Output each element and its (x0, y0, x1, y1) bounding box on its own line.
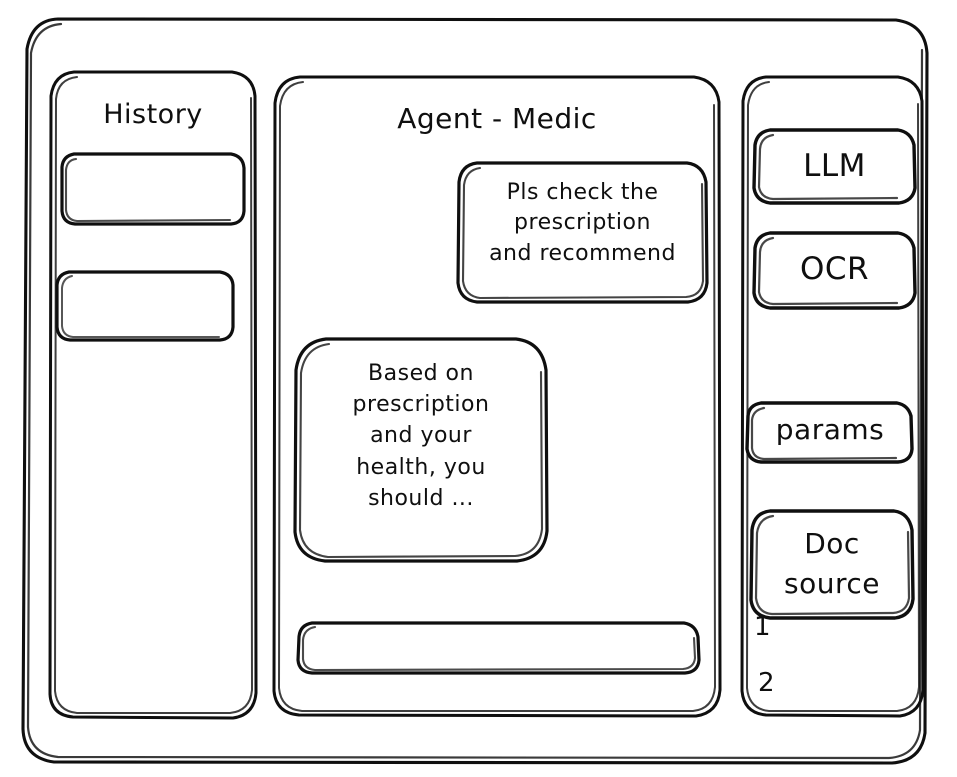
message-bubble-user: Pls check the prescription and recommend (455, 160, 710, 305)
message-bubble-agent-text: Based on prescription and your health, y… (352, 361, 490, 511)
history-item-1[interactable] (60, 152, 246, 226)
tool-button-llm[interactable]: LLM (752, 127, 917, 205)
tool-button-ocr-label: OCR (799, 251, 870, 287)
doc-source-box[interactable]: Doc source (748, 508, 916, 620)
tool-button-params-label: params (775, 413, 885, 446)
history-title: History (103, 99, 203, 130)
tool-button-params[interactable]: params (745, 400, 915, 464)
message-bubble-agent: Based on prescription and your health, y… (292, 336, 550, 564)
doc-source-item-1[interactable]: 1 (754, 612, 772, 642)
page-title: Agent - Medic (397, 102, 597, 135)
history-item-2[interactable] (55, 270, 235, 342)
message-bubble-user-text: Pls check the prescription and recommend (489, 180, 676, 266)
doc-source-label: Doc source (784, 527, 880, 600)
message-input[interactable] (296, 620, 701, 675)
tool-button-llm-label: LLM (803, 148, 866, 184)
tool-button-ocr[interactable]: OCR (752, 230, 917, 310)
doc-source-item-2[interactable]: 2 (758, 668, 776, 698)
